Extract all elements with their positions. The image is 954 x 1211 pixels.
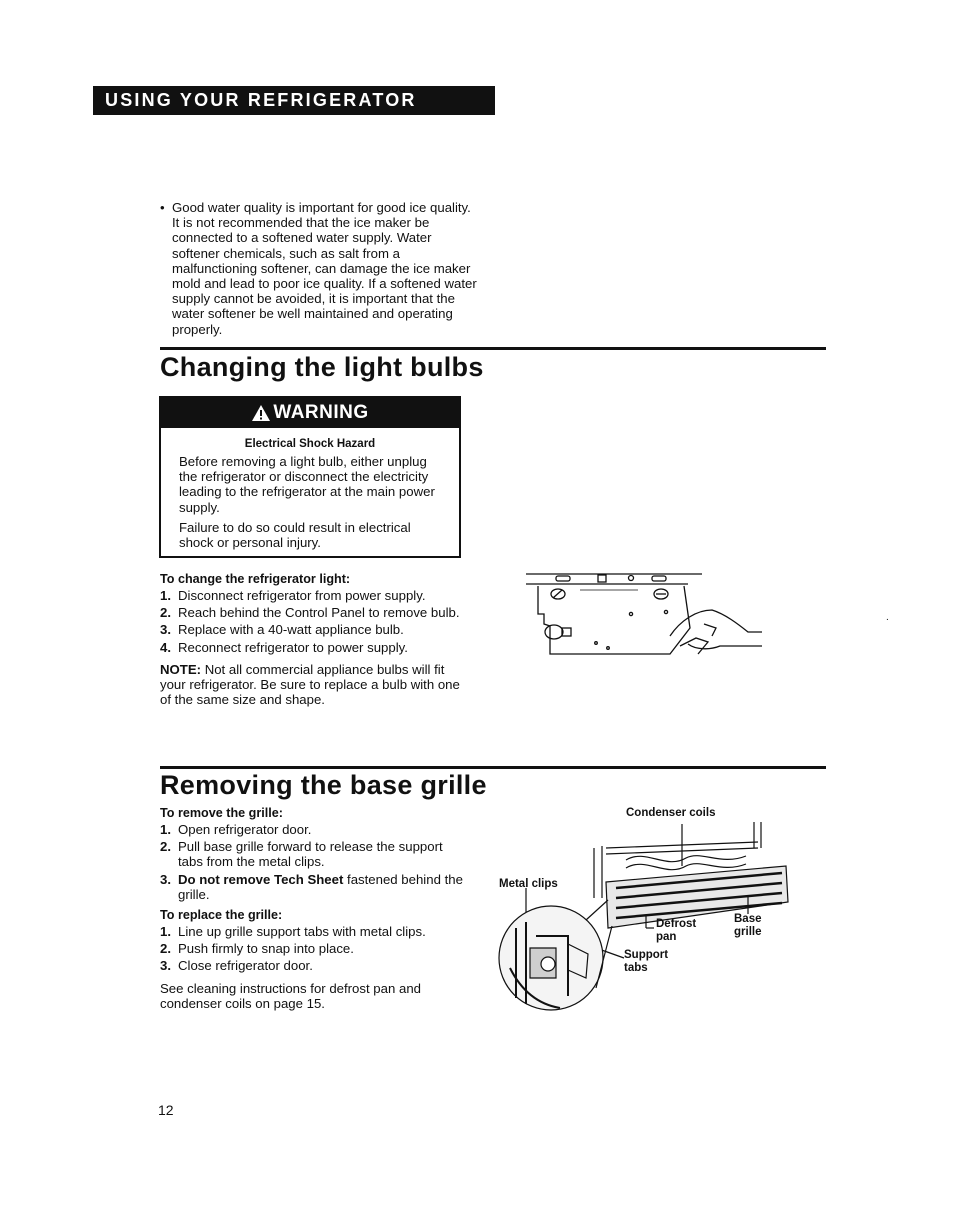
water-quality-text: Good water quality is important for good…: [172, 200, 477, 337]
list-item: 4.Reconnect refrigerator to power supply…: [160, 639, 408, 655]
list-item: 2.Push firmly to snap into place.: [160, 941, 354, 957]
section-header: USING YOUR REFRIGERATOR: [93, 86, 495, 115]
bullet-icon: •: [160, 200, 165, 215]
light-note: NOTE: Not all commercial appliance bulbs…: [160, 662, 460, 708]
section-header-title: USING YOUR REFRIGERATOR: [105, 90, 417, 110]
section-divider: [160, 347, 826, 350]
light-instructions: To change the refrigerator light: 1.Disc…: [160, 572, 460, 707]
warning-paragraph-2: Failure to do so could result in electri…: [179, 519, 411, 551]
list-item: 1.Open refrigerator door.: [160, 822, 312, 837]
light-steps-title: To change the refrigerator light:: [160, 572, 351, 586]
hazard-title: Electrical Shock Hazard: [244, 438, 376, 450]
list-item: 2.Pull base grille forward to release th…: [160, 839, 443, 870]
remove-grille-title: To remove the grille:: [160, 806, 283, 820]
list-item: 3.Do not remove Tech Sheet fastened behi…: [160, 871, 463, 902]
warning-label: WARNING: [273, 402, 369, 423]
light-bulb-diagram: [526, 573, 762, 655]
list-item: 2.Reach behind the Control Panel to remo…: [160, 605, 460, 621]
list-item: 1.Disconnect refrigerator from power sup…: [160, 588, 426, 603]
remove-steps-list: 1.Open refrigerator door. 2.Pull base gr…: [160, 822, 470, 902]
label-condenser-coils: Condenser coils: [626, 807, 716, 819]
replace-grille-title: To replace the grille:: [160, 908, 283, 923]
warning-paragraph-1: Before removing a light bulb, either unp…: [179, 454, 435, 515]
label-support-tabs: Support tabs: [624, 949, 669, 974]
section-divider: [160, 766, 826, 769]
water-quality-bullet: • Good water quality is important for go…: [160, 200, 480, 337]
light-steps-list: 1.Disconnect refrigerator from power sup…: [160, 588, 460, 655]
list-item: 1.Line up grille support tabs with metal…: [160, 924, 426, 940]
label-defrost-pan: Defrost pan: [656, 918, 697, 943]
label-base-grille: Base grille: [734, 913, 762, 938]
note-text: Not all commercial appliance bulbs will …: [160, 661, 460, 708]
light-section-title: Changing the light bulbs: [160, 352, 484, 382]
cleaning-reference: See cleaning instructions for defrost pa…: [160, 980, 421, 1011]
page-number: 12: [158, 1102, 174, 1118]
grille-section-title: Removing the base grille: [160, 770, 487, 800]
warning-triangle-icon: [252, 405, 271, 421]
note-label: NOTE:: [160, 661, 202, 677]
list-item: 3.Close refrigerator door.: [160, 958, 313, 974]
grille-instructions: To remove the grille: 1.Open refrigerato…: [160, 806, 470, 1011]
base-grille-diagram: [498, 822, 789, 1011]
replace-steps-list: 1.Line up grille support tabs with metal…: [160, 924, 470, 974]
label-metal-clips: Metal clips: [499, 878, 558, 890]
list-item: 3.Replace with a 40-watt appliance bulb.: [160, 622, 404, 638]
warning-box: WARNING Electrical Shock Hazard Before r…: [159, 396, 461, 558]
stray-mark: .: [886, 612, 889, 623]
warning-header: WARNING: [161, 398, 459, 428]
